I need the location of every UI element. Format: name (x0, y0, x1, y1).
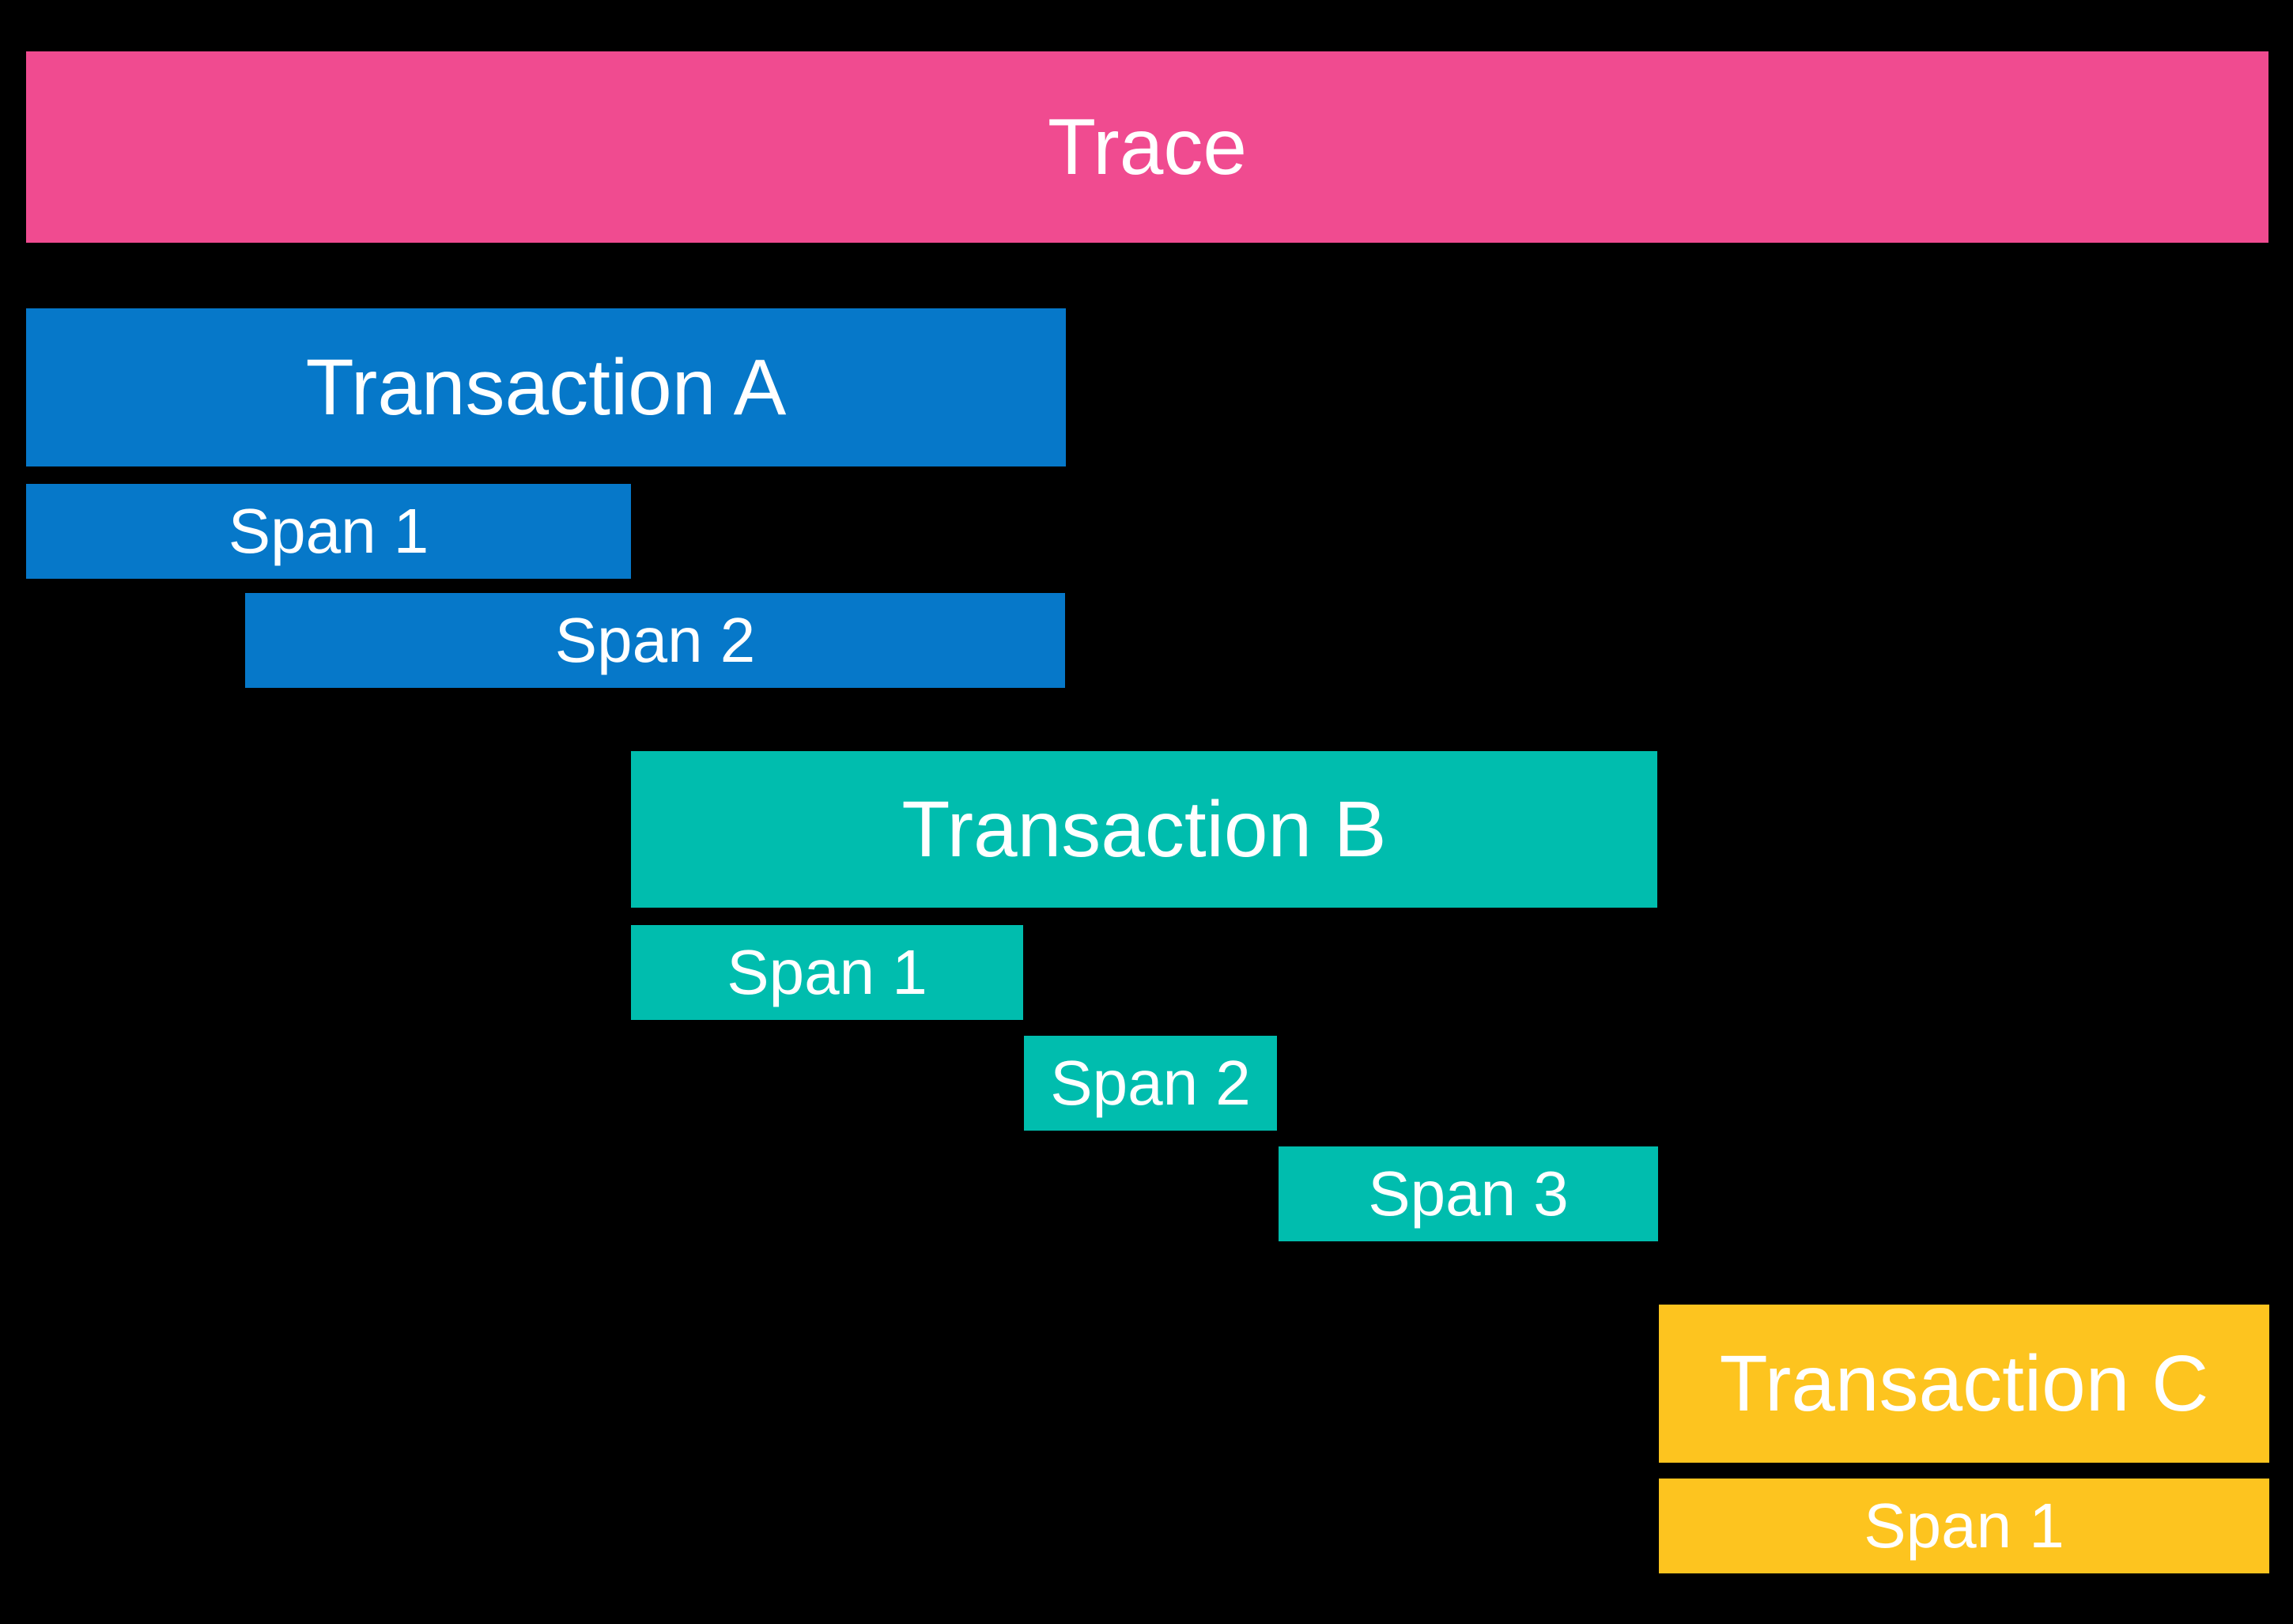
transaction-c-span-1-label: Span 1 (1864, 1490, 2064, 1561)
transaction-a-label: Transaction A (305, 343, 787, 432)
trace-bar: Trace (26, 51, 2268, 243)
transaction-b-label: Transaction B (901, 785, 1387, 874)
transaction-b-span-3-bar: Span 3 (1279, 1146, 1658, 1241)
transaction-a-span-1-bar: Span 1 (26, 484, 631, 579)
transaction-c-label: Transaction C (1719, 1339, 2209, 1428)
transaction-c-bar: Transaction C (1659, 1305, 2269, 1463)
transaction-a-span-2-bar: Span 2 (245, 593, 1065, 688)
transaction-a-span-1-label: Span 1 (228, 496, 429, 566)
transaction-a-bar: Transaction A (26, 308, 1066, 466)
transaction-b-span-3-label: Span 3 (1368, 1158, 1569, 1229)
transaction-b-span-2-bar: Span 2 (1024, 1036, 1277, 1131)
transaction-b-span-2-label: Span 2 (1050, 1048, 1251, 1118)
trace-label: Trace (1048, 103, 1247, 191)
transaction-b-span-1-bar: Span 1 (631, 925, 1023, 1020)
transaction-c-span-1-bar: Span 1 (1659, 1479, 2269, 1573)
transaction-b-span-1-label: Span 1 (727, 937, 927, 1007)
transaction-b-bar: Transaction B (631, 751, 1657, 908)
transaction-a-span-2-label: Span 2 (554, 605, 756, 675)
